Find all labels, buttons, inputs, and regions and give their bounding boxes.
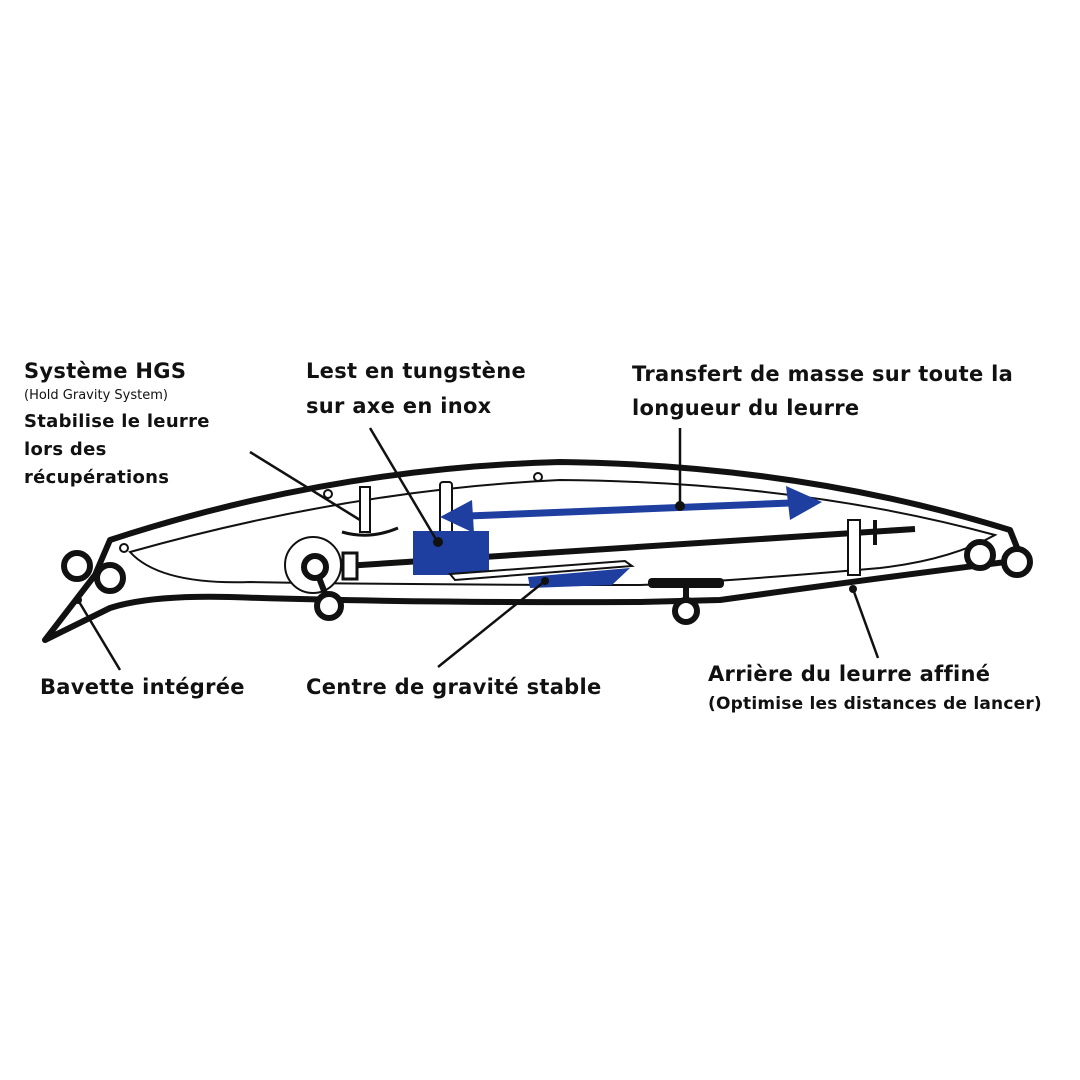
tail-eye-2 — [1001, 546, 1033, 578]
tungsten-weight — [413, 531, 489, 575]
hgs-desc-line2: lors des — [24, 439, 107, 460]
leader-bavette — [76, 599, 122, 671]
leader-hgs — [249, 450, 361, 522]
transfert-line1: Transfert de masse sur toute la — [632, 362, 1014, 386]
transfert-line2: longueur du leurre — [632, 396, 860, 420]
hgs-plate — [359, 486, 371, 533]
hgs-fin — [341, 526, 399, 537]
belly-hanger — [648, 578, 724, 588]
cog-weight — [528, 568, 630, 588]
mass-transfer-arrowhead-left — [440, 500, 474, 533]
nose-rivet — [119, 543, 129, 553]
hgs-subtitle: (Hold Gravity System) — [24, 388, 168, 403]
hgs-title: Système HGS — [24, 359, 187, 383]
lest-line2: sur axe en inox — [306, 394, 492, 418]
mass-transfer-arrow-shaft — [467, 499, 791, 520]
front-stop — [341, 551, 359, 581]
top-rivet-2 — [533, 472, 543, 482]
mass-transfer-arrowhead-right — [786, 486, 822, 520]
leader-centre — [437, 580, 546, 668]
tail-eye-1 — [964, 539, 996, 571]
front-hook-eye-bottom — [314, 591, 344, 621]
belly-eye — [672, 597, 700, 625]
leader-arriere — [851, 588, 880, 659]
hgs-desc-line3: récupérations — [24, 467, 170, 488]
ballast-channel — [447, 559, 635, 582]
line-tie-eye-1 — [61, 550, 93, 582]
top-rivet-1 — [323, 489, 333, 499]
front-hook-eye-top — [301, 553, 329, 581]
hgs-desc-line1: Stabilise le leurre — [24, 411, 210, 432]
leader-lest — [368, 427, 439, 542]
bulkhead-rear — [847, 519, 861, 576]
arriere-pointer-dot — [849, 585, 857, 593]
bulkhead-front — [439, 481, 453, 538]
line-tie-eye-2 — [94, 562, 126, 594]
arriere-label: Arrière du leurre affiné — [708, 662, 991, 686]
bavette-label: Bavette intégrée — [40, 675, 245, 699]
bavette-pointer-dot — [74, 596, 82, 604]
centre-label: Centre de gravité stable — [306, 675, 602, 699]
lest-line1: Lest en tungstène — [306, 359, 527, 383]
arriere-subtitle: (Optimise les distances de lancer) — [708, 694, 1042, 714]
